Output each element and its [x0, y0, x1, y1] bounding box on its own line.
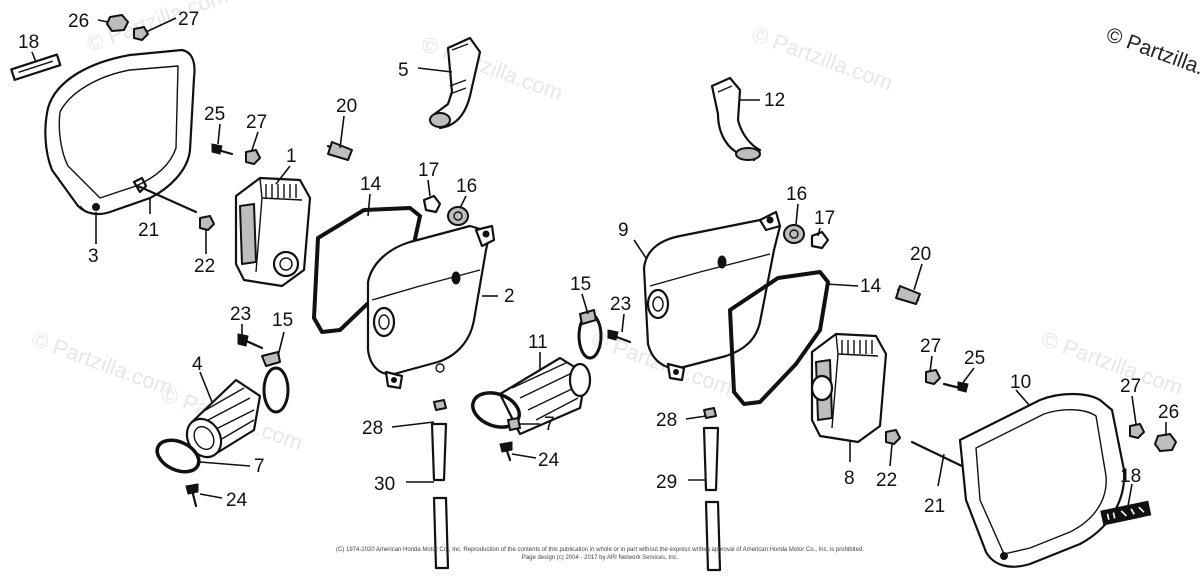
part-7-clamp[interactable] [152, 434, 204, 478]
footer-page-design: Page design (c) 2004 - 2017 by ARI Netwo… [522, 555, 679, 561]
callout-23[interactable]: 23 [230, 304, 251, 325]
part-11-connecting-tube[interactable] [498, 356, 592, 436]
callout-21[interactable]: 21 [138, 220, 159, 241]
callout-15[interactable]: 15 [570, 274, 591, 295]
callout-23[interactable]: 23 [610, 294, 631, 315]
callout-15[interactable]: 15 [272, 310, 293, 331]
callout-5[interactable]: 5 [398, 60, 409, 81]
part-20-drain-tube[interactable] [326, 141, 353, 161]
part-16-grommet[interactable] [447, 206, 469, 226]
callout-14[interactable]: 14 [360, 174, 382, 195]
callout-20[interactable]: 20 [336, 96, 357, 117]
callout-29[interactable]: 29 [656, 472, 677, 493]
part-25-screw[interactable] [942, 381, 969, 393]
part-27-washer[interactable] [133, 26, 149, 41]
leader-lines [31, 17, 1167, 507]
watermark: © Partzilla.com [748, 21, 896, 95]
part-9-air-cleaner-case[interactable] [642, 210, 782, 382]
callout-28[interactable]: 28 [362, 418, 383, 439]
callout-25[interactable]: 25 [204, 104, 225, 125]
callout-27[interactable]: 27 [246, 112, 267, 133]
callout-20[interactable]: 20 [910, 244, 931, 265]
callout-2[interactable]: 2 [504, 286, 515, 307]
part-10-side-cover[interactable] [958, 392, 1126, 568]
callout-1[interactable]: 1 [286, 146, 297, 167]
part-27-washer[interactable] [1129, 423, 1145, 439]
part-20-drain-tube[interactable] [895, 285, 921, 305]
part-23-screw[interactable] [607, 329, 632, 344]
callout-8[interactable]: 8 [844, 468, 855, 489]
footer-copyright: (C) 1974-2020 American Honda Motor Co., … [336, 547, 864, 553]
part-14-gasket[interactable] [728, 270, 830, 406]
callout-16[interactable]: 16 [456, 176, 477, 197]
part-22-collar[interactable] [199, 215, 215, 231]
watermark: © Partzilla.com [1038, 326, 1186, 400]
part-17-screw[interactable] [810, 230, 830, 250]
callout-22[interactable]: 22 [876, 470, 897, 491]
callout-11[interactable]: 11 [528, 332, 548, 353]
part-18-emblem[interactable] [1100, 500, 1152, 526]
callout-7[interactable]: 7 [254, 456, 265, 477]
callout-27[interactable]: 27 [1120, 376, 1141, 397]
callout-18[interactable]: 18 [18, 32, 39, 53]
callout-27[interactable]: 27 [920, 336, 941, 357]
callout-22[interactable]: 22 [194, 256, 215, 277]
part-24-screw[interactable] [185, 483, 199, 508]
callout-7[interactable]: 7 [544, 414, 555, 435]
callout-27[interactable]: 27 [178, 9, 199, 30]
part-25-screw[interactable] [211, 143, 234, 156]
part-1-air-filter-element[interactable] [234, 176, 312, 288]
callout-9[interactable]: 9 [618, 220, 629, 241]
callout-18[interactable]: 18 [1120, 466, 1141, 487]
callout-30[interactable]: 30 [374, 474, 395, 495]
callout-3[interactable]: 3 [88, 246, 99, 267]
part-7-clamp[interactable] [468, 387, 524, 433]
part-27-washer[interactable] [925, 369, 941, 385]
callout-26[interactable]: 26 [1158, 402, 1179, 423]
callout-14[interactable]: 14 [860, 276, 882, 297]
callout-17[interactable]: 17 [814, 208, 835, 229]
part-24-screw[interactable] [499, 441, 513, 462]
callouts: 18 26 27 5 20 25 27 1 14 17 16 2 21 3 22… [18, 9, 1179, 517]
callout-16[interactable]: 16 [786, 184, 807, 205]
callout-10[interactable]: 10 [1010, 372, 1031, 393]
part-15-band[interactable] [577, 309, 603, 360]
part-28-clip[interactable] [433, 399, 447, 411]
watermark: © Partzilla.com [28, 326, 176, 400]
part-12-intake-duct[interactable] [710, 76, 762, 162]
part-21-stud-bolt[interactable] [132, 176, 198, 214]
part-18-emblem[interactable] [10, 53, 62, 81]
callout-25[interactable]: 25 [964, 348, 985, 369]
part-3-side-cover[interactable] [44, 48, 196, 216]
part-29-drain-tube[interactable] [702, 426, 722, 572]
callout-24[interactable]: 24 [538, 450, 560, 471]
watermark: © Partzilla.com [83, 0, 231, 57]
part-8-air-filter-element[interactable] [810, 332, 888, 444]
callout-28[interactable]: 28 [656, 410, 677, 431]
part-23-screw[interactable] [237, 333, 264, 350]
part-2-air-cleaner-case[interactable] [366, 224, 496, 390]
part-15-band[interactable] [261, 351, 290, 414]
part-30-drain-tube[interactable] [430, 422, 450, 570]
part-26-nut[interactable] [106, 14, 129, 32]
part-22-collar[interactable] [885, 429, 901, 445]
callout-21[interactable]: 21 [924, 496, 945, 517]
callout-26[interactable]: 26 [68, 11, 89, 32]
part-17-screw[interactable] [422, 194, 442, 214]
part-27-washer[interactable] [245, 149, 261, 165]
callout-17[interactable]: 17 [418, 160, 439, 181]
part-16-grommet[interactable] [783, 224, 805, 244]
callout-24[interactable]: 24 [226, 490, 248, 511]
part-26-nut[interactable] [1154, 433, 1177, 452]
copyright-mark: © Partzilla.com [1103, 23, 1200, 93]
callout-12[interactable]: 12 [764, 90, 785, 111]
callout-4[interactable]: 4 [192, 354, 203, 375]
part-5-intake-duct[interactable] [429, 36, 482, 130]
watermark: © Partzilla.com [418, 31, 566, 105]
